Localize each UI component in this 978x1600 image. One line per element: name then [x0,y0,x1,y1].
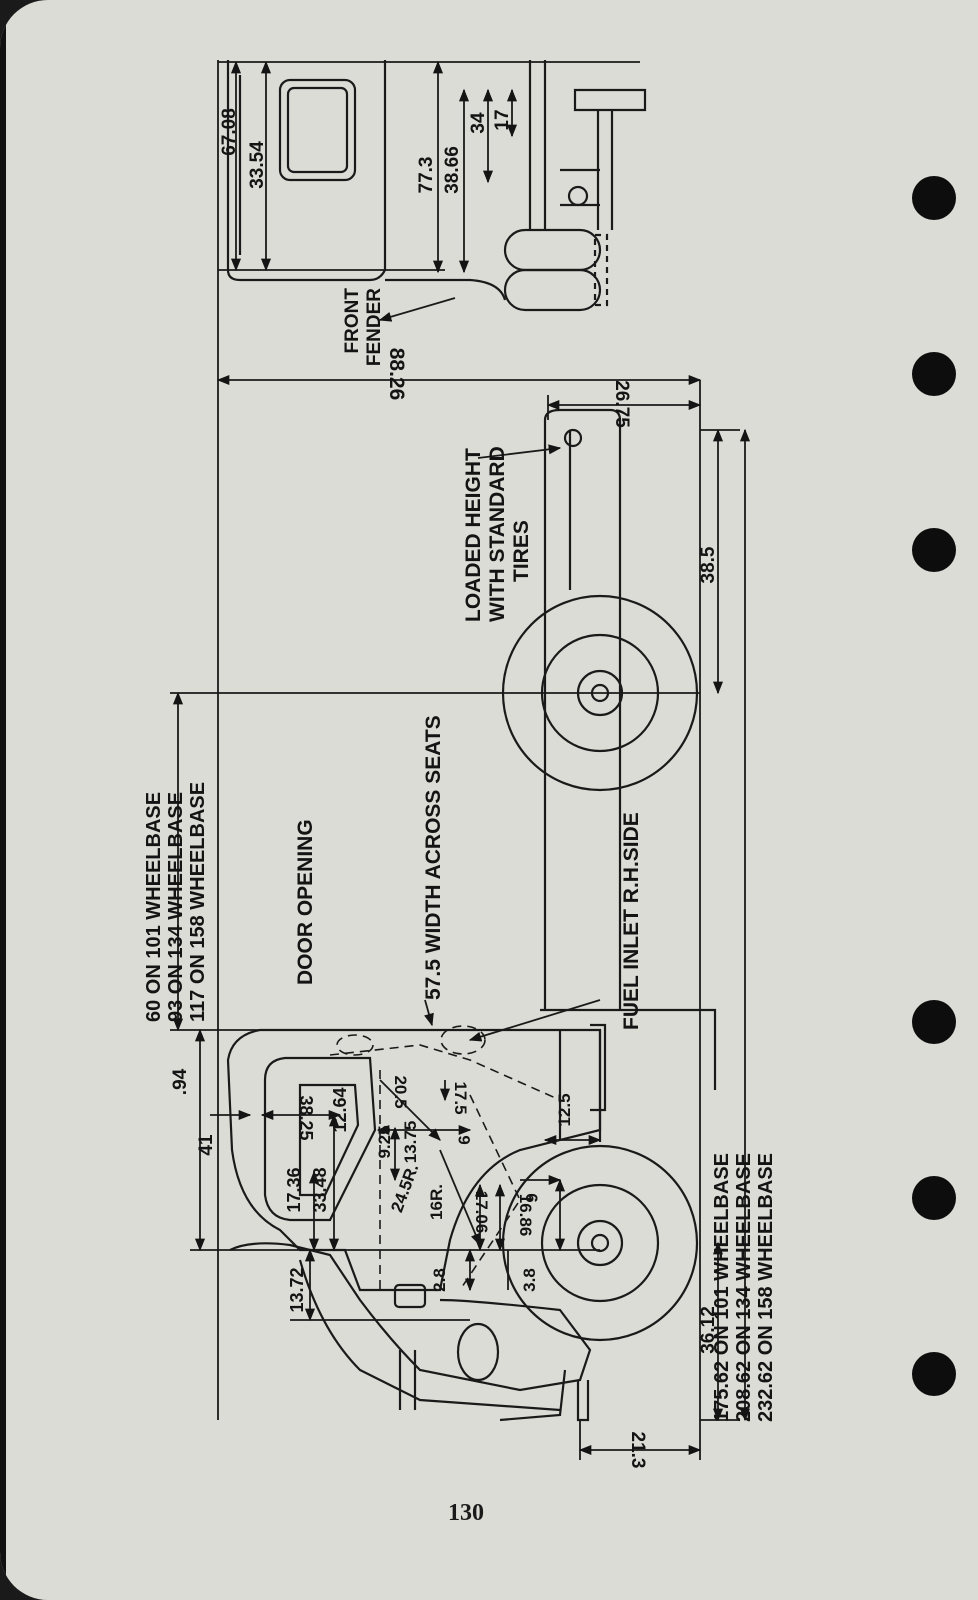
loaded-height-label: LOADED HEIGHT WITH STANDARD TIRES [462,446,533,622]
dim-frame-drop: 3.8 [520,1268,539,1292]
binder-hole [912,176,956,220]
dim-wheel-radius-large: 24.5R. [387,1161,422,1215]
seat-hidden-lines [329,1025,561,1291]
dimension-lines [170,60,751,1460]
page-number: 130 [448,1500,484,1526]
binder-hole [912,1176,956,1220]
dim-front-wheel-height: 36.12 [698,1306,719,1354]
dim-cab-height: 41 [196,1134,217,1156]
dim-cushion: 13.75 [401,1121,420,1164]
dim-floor-offset: 13.72 [287,1267,307,1312]
svg-text:LOADED HEIGHT: LOADED HEIGHT [462,448,485,622]
dim-rear-wheel-height: 38.5 [698,546,719,583]
dim-front-half: 38.66 [442,146,463,194]
dim-hub-half: 17 [492,109,513,130]
dim-eye-height: 33.48 [310,1167,330,1212]
svg-text:93 ON 134 WHEELBASE: 93 ON 134 WHEELBASE [165,792,187,1022]
overall-length-label: 175.62 ON 101 WHEELBASE 208.62 ON 134 WH… [711,1153,777,1422]
dim-overall-width: 88.26 [385,348,408,401]
dim-steering: 6 [522,1193,541,1202]
dim-floor-drop: 2.8 [430,1268,449,1292]
dim-seat-depth: 9.25 [375,1125,394,1158]
svg-text:117 ON 158 WHEELBASE: 117 ON 158 WHEELBASE [187,782,209,1022]
dim-seat-front: 6 [455,1135,474,1144]
binder-hole [912,528,956,572]
svg-text:232.62 ON 158 WHEELBASE: 232.62 ON 158 WHEELBASE [755,1153,777,1422]
binder-hole [912,1352,956,1396]
dim-seat-back: 20.5 [391,1075,410,1108]
dim-pedal-b: 16.86 [516,1194,535,1237]
cab-wheelbase-label: 60 ON 101 WHEELBASE 93 ON 134 WHEELBASE … [143,782,209,1022]
dim-front-overhang: 21.3 [627,1432,648,1469]
dim-front-height: 77.3 [416,157,437,194]
fuel-inlet-label: FUEL INLET R.H.SIDE [620,812,643,1030]
dim-pedal-a: 17.06 [472,1191,491,1234]
dim-seat-height: 17.36 [284,1167,304,1212]
svg-text:FENDER: FENDER [364,288,385,366]
dim-windshield-top: 38.25 [296,1095,316,1140]
svg-text:60 ON 101 WHEELBASE: 60 ON 101 WHEELBASE [143,792,165,1022]
dim-floor-height: 17.5 [451,1081,470,1114]
svg-text:FRONT: FRONT [342,288,363,354]
svg-text:WITH STANDARD: WITH STANDARD [486,446,509,622]
dim-seat-to-roof: 12.64 [330,1087,350,1132]
front-fender-label: FRONT FENDER [342,288,385,367]
diagram-labels: 88.26 67.08 33.54 77.3 38.66 34 17 FRONT… [143,108,777,1468]
door-opening-label: DOOR OPENING [294,819,317,985]
svg-text:TIRES: TIRES [510,520,533,582]
binder-hole [912,1000,956,1044]
binder-hole [912,352,956,396]
dim-cab-half-height: 33.54 [247,141,268,189]
dim-rear-overhang-width: 26.75 [611,380,632,428]
front-view-drawing [226,60,647,312]
dim-toe-board: 12.5 [555,1093,574,1126]
svg-text:208.62 ON 134 WHEELBASE: 208.62 ON 134 WHEELBASE [733,1153,755,1422]
dim-cab-top-height: 67.08 [219,108,240,156]
dim-roof-offset: .94 [170,1068,191,1095]
width-across-seats-label: 57.5 WIDTH ACROSS SEATS [422,715,445,1000]
dim-hub-height: 34 [468,112,489,134]
dim-wheel-radius-small: 16R. [427,1184,446,1220]
svg-text:175.62 ON 101 WHEELBASE: 175.62 ON 101 WHEELBASE [711,1153,733,1422]
